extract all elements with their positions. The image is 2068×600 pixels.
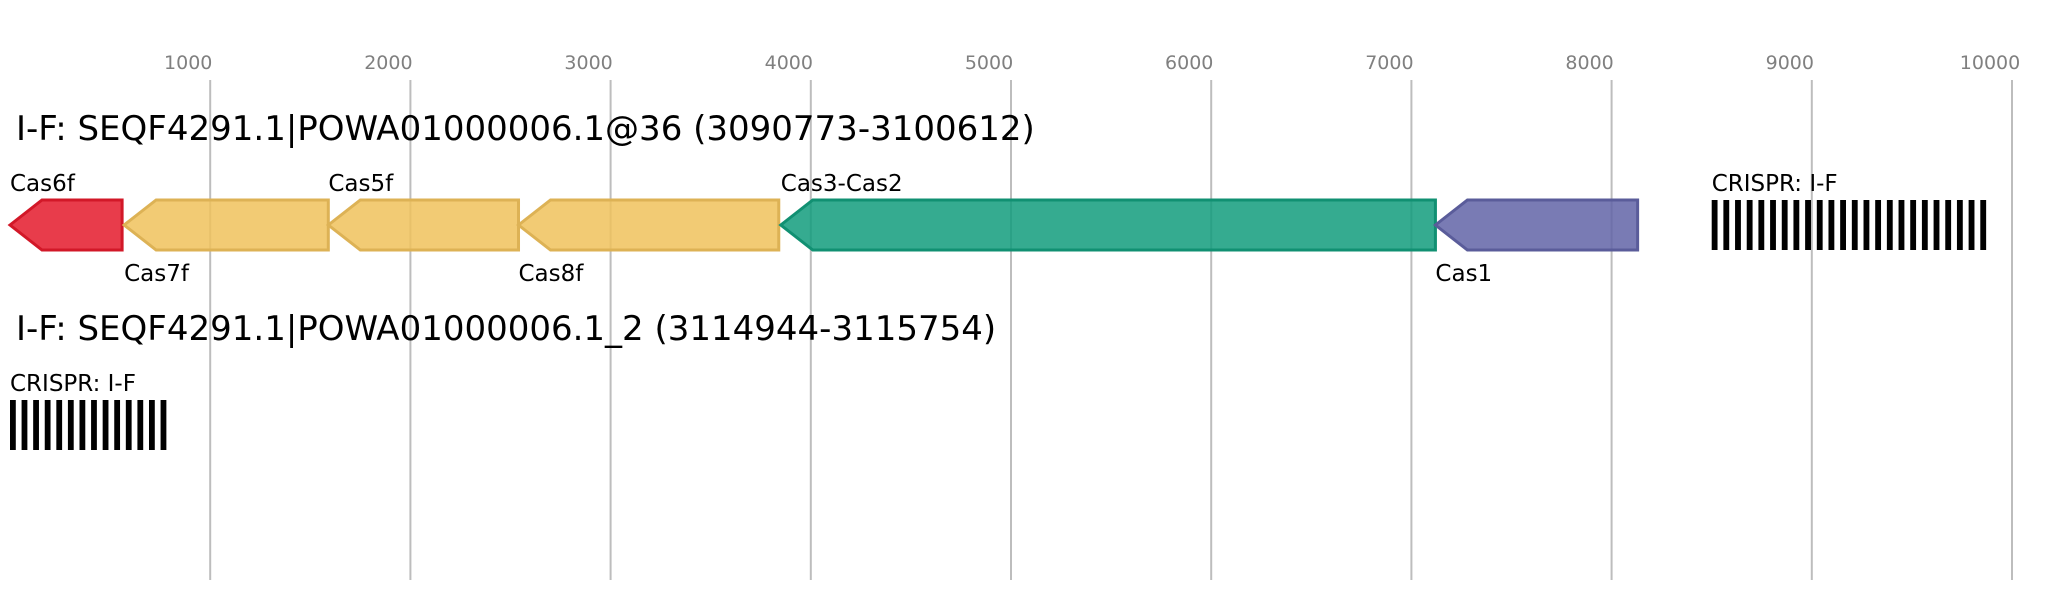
crispr-array <box>1711 200 1987 250</box>
crispr-label: CRISPR: I-F <box>1712 171 1838 197</box>
crispr-repeat <box>21 400 28 450</box>
gene-arrow-cas1 <box>1432 198 1640 252</box>
crispr-repeat <box>1921 200 1928 250</box>
gene-label-cas7f: Cas7f <box>124 261 190 287</box>
crispr-repeat <box>1898 200 1905 250</box>
axis-tick-label: 3000 <box>564 52 612 74</box>
crispr-repeat <box>1956 200 1963 250</box>
crispr-repeat <box>1758 200 1765 250</box>
crispr-repeat <box>1968 200 1975 250</box>
crispr-repeat <box>1910 200 1917 250</box>
crispr-repeat <box>79 400 86 450</box>
crispr-repeat <box>1828 200 1835 250</box>
crispr-repeat <box>33 400 39 450</box>
crispr-label: CRISPR: I-F <box>10 371 136 397</box>
axis-tick-label: 9000 <box>1766 52 1814 74</box>
track-title: I-F: SEQF4291.1|POWA01000006.1@36 (30907… <box>16 109 1035 149</box>
crispr-repeat <box>10 400 16 450</box>
crispr-array <box>10 400 167 450</box>
crispr-repeat <box>1793 200 1800 250</box>
gene-label-cas8f: Cas8f <box>519 261 585 287</box>
gene-label-cas5f: Cas5f <box>328 171 394 197</box>
gene-label-cas6f: Cas6f <box>10 171 76 197</box>
gene-arrow-cas3-cas2 <box>778 198 1437 252</box>
crispr-repeat <box>1863 200 1870 250</box>
gene-arrow-cas8f <box>516 198 781 252</box>
crispr-repeat <box>148 400 155 450</box>
crispr-repeat <box>1933 200 1940 250</box>
axis-tick-label: 4000 <box>765 52 813 74</box>
axis-tick-label: 10000 <box>1960 52 2020 74</box>
axis-tick-label: 1000 <box>164 52 212 74</box>
crispr-repeat <box>114 400 121 450</box>
axis-tick-label: 6000 <box>1165 52 1213 74</box>
track-title: I-F: SEQF4291.1|POWA01000006.1_2 (311494… <box>16 309 996 349</box>
crispr-repeat <box>67 400 74 450</box>
axis-tick-label: 2000 <box>364 52 412 74</box>
axis-tick-label: 8000 <box>1565 52 1613 74</box>
crispr-repeat <box>1816 200 1823 250</box>
crispr-repeat <box>1886 200 1893 250</box>
crispr-repeat <box>1770 200 1776 250</box>
locus-track-1: I-F: SEQF4291.1|POWA01000006.1@36 (30907… <box>7 109 1987 287</box>
locus-track-2: I-F: SEQF4291.1|POWA01000006.1_2 (311494… <box>10 309 996 450</box>
crispr-repeat <box>1805 200 1811 250</box>
crispr-repeat <box>160 400 167 450</box>
crispr-repeat <box>125 400 132 450</box>
crispr-repeat <box>1980 200 1987 250</box>
gene-label-cas1: Cas1 <box>1435 261 1492 287</box>
crispr-repeat <box>1840 200 1847 250</box>
crispr-repeat <box>1945 200 1952 250</box>
crispr-repeat <box>1723 200 1730 250</box>
crispr-repeat <box>102 400 109 450</box>
crispr-repeat <box>137 400 144 450</box>
crispr-repeat <box>1851 200 1858 250</box>
crispr-repeat <box>1746 200 1753 250</box>
gene-arrow-cas6f <box>7 198 124 252</box>
crispr-repeat <box>44 400 51 450</box>
axis-grid: 1000 2000 3000 4000 5000 6000 7000 8000 9000 1000… <box>164 52 2020 580</box>
gene-label-cas3-cas2: Cas3-Cas2 <box>781 171 903 197</box>
crispr-repeat <box>56 400 63 450</box>
crispr-repeat <box>1781 200 1788 250</box>
gene-arrow-cas5f <box>325 198 521 252</box>
crispr-repeat <box>91 400 97 450</box>
crispr-repeat <box>1735 200 1741 250</box>
axis-tick-label: 7000 <box>1365 52 1413 74</box>
crispr-repeat <box>1875 200 1882 250</box>
gene-arrow-cas7f <box>121 198 330 252</box>
axis-tick-label: 5000 <box>965 52 1013 74</box>
locus-tracks: I-F: SEQF4291.1|POWA01000006.1@36 (30907… <box>7 109 1987 450</box>
crispr-repeat <box>1711 200 1718 250</box>
